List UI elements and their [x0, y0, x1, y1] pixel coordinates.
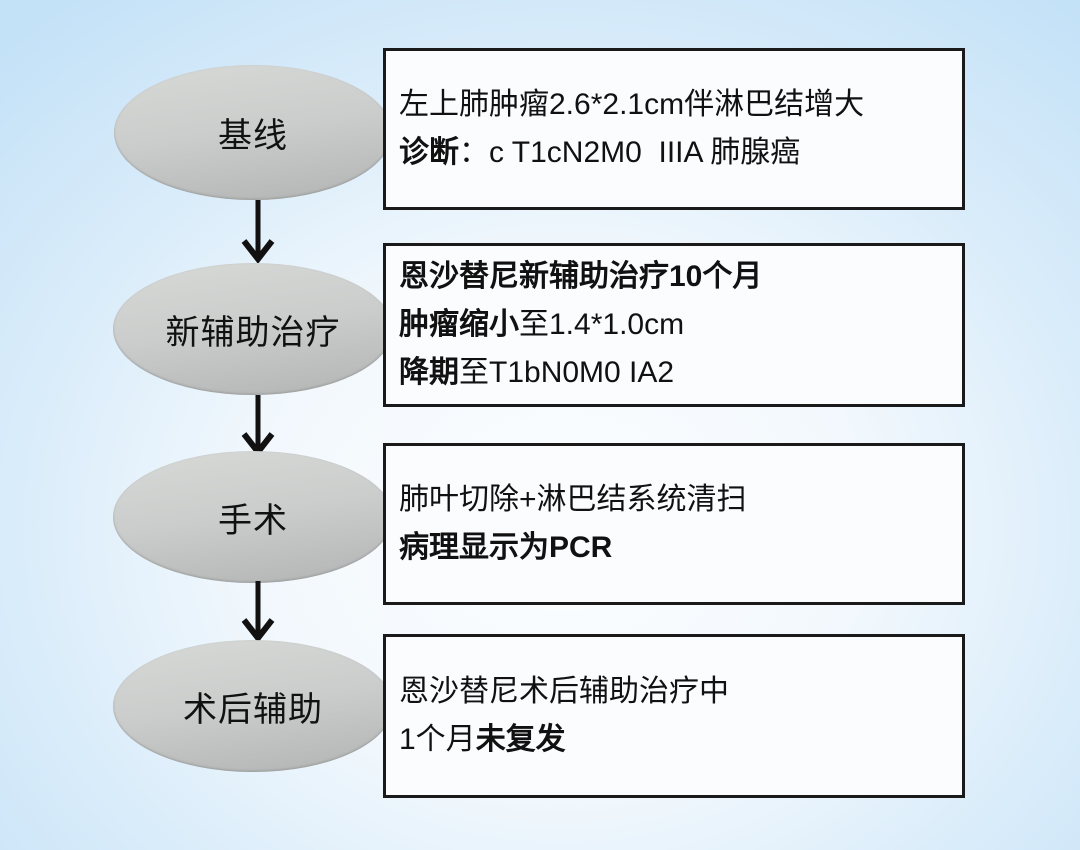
stage-label: 术后辅助: [183, 690, 323, 729]
box-text-segment: ：c T1cN2M0 IIIA 肺腺癌: [459, 136, 801, 169]
box-line: 诊断：c T1cN2M0 IIIA 肺腺癌: [399, 129, 952, 177]
box-text-segment: 诊断: [399, 136, 459, 169]
box-line: 1个月未复发: [399, 716, 952, 764]
info-box-neoadjuvant: 恩沙替尼新辅助治疗10个月 肿瘤缩小至1.4*1.0cm 降期至T1bN0M0 …: [383, 243, 965, 407]
box-line: 肺叶切除+淋巴结系统清扫: [399, 476, 952, 524]
stage-node-postop-adjuvant: 术后辅助: [113, 640, 393, 772]
box-text-segment: 恩沙替尼新辅助治疗10个月: [399, 260, 763, 293]
box-text-segment: 肿瘤缩小: [399, 308, 519, 341]
stage-label: 手术: [218, 501, 288, 540]
box-text-segment: 至T1bN0M0 IA2: [459, 356, 675, 389]
down-arrow-icon: [241, 200, 275, 263]
info-box-surgery: 肺叶切除+淋巴结系统清扫 病理显示为PCR: [383, 443, 965, 605]
box-text-segment: 恩沙替尼术后辅助治疗中: [399, 675, 729, 708]
stage-node-surgery: 手术: [113, 451, 393, 583]
box-text-segment: 降期: [399, 356, 459, 389]
info-box-postop-adjuvant: 恩沙替尼术后辅助治疗中 1个月未复发: [383, 634, 965, 798]
stage-node-neoadjuvant: 新辅助治疗: [113, 263, 393, 395]
box-text-segment: 1个月: [399, 723, 476, 756]
stage-label: 新辅助治疗: [165, 313, 341, 352]
box-line: 左上肺肿瘤2.6*2.1cm伴淋巴结增大: [399, 81, 952, 129]
box-line: 病理显示为PCR: [399, 524, 952, 572]
info-box-baseline: 左上肺肿瘤2.6*2.1cm伴淋巴结增大 诊断：c T1cN2M0 IIIA 肺…: [383, 48, 965, 210]
box-text-segment: 至1.4*1.0cm: [519, 308, 685, 341]
box-line: 降期至T1bN0M0 IA2: [399, 349, 952, 397]
box-text-segment: 肺叶切除+淋巴结系统清扫: [399, 483, 747, 516]
box-line: 肿瘤缩小至1.4*1.0cm: [399, 301, 952, 349]
stage-node-baseline: 基线: [114, 65, 392, 200]
box-text-segment: 左上肺肿瘤2.6*2.1cm伴淋巴结增大: [399, 88, 865, 121]
box-line: 恩沙替尼术后辅助治疗中: [399, 668, 952, 716]
stage-label: 基线: [218, 117, 288, 155]
down-arrow-icon: [241, 395, 275, 456]
box-line: 恩沙替尼新辅助治疗10个月: [399, 253, 952, 301]
box-text-segment: 病理显示为PCR: [399, 531, 613, 564]
down-arrow-icon: [241, 581, 275, 642]
box-text-segment: 未复发: [475, 723, 566, 756]
